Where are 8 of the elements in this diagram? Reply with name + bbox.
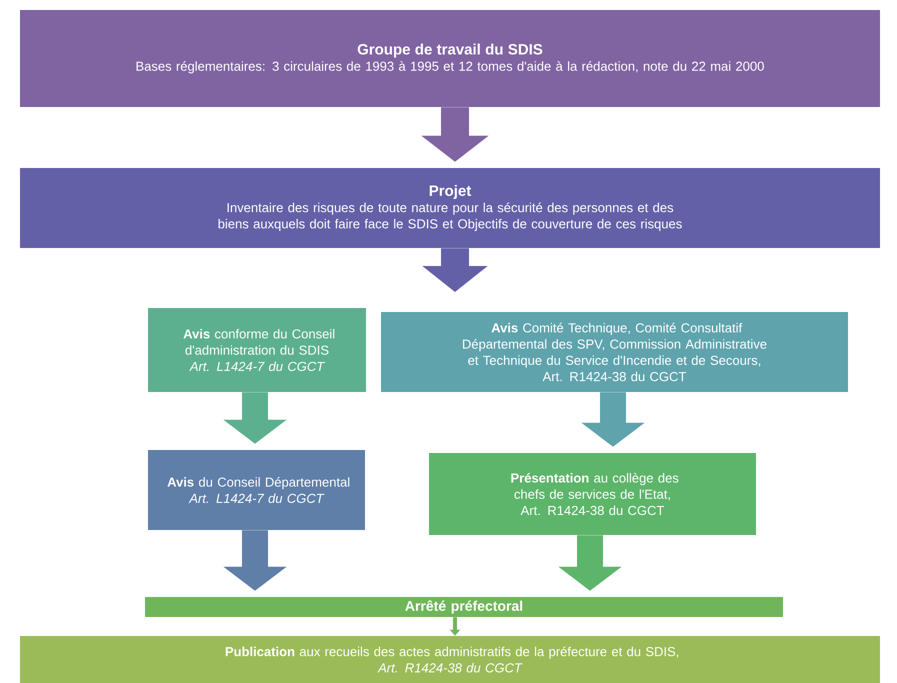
process-box: Arrêté préfectoral [145, 597, 783, 617]
process-box: Groupe de travail du SDIS Bases réglementaires: 3 circulaires de 1993 à 1995 et 12 tomes d'aide à la rédaction, note du 22 mai 2000 [20, 10, 880, 107]
process-box: Avis Comité Technique, Comité Consultatif Départemental des SPV, Commission Administrative et Technique du Service d'Incendie et de Secours, Art. R1424-38 du CGCT [381, 312, 848, 392]
process-box: Publication aux recueils des actes administratifs de la préfecture et du SDIS, Art. R1424-38 du CGCT [20, 636, 880, 683]
process-box: Présentation au collège des chefs de services de l'Etat, Art. R1424-38 du CGCT [429, 453, 756, 535]
process-box: Projet Inventaire des risques de toute nature pour la sécurité des personnes et des biens auxquels doit faire face le SDIS et Objectifs de couverture de ces risques [20, 168, 880, 248]
process-box: Avis conforme du Conseil d'administration du SDIS Art. L1424-7 du CGCT [148, 308, 366, 392]
process-box: Avis du Conseil Départemental Art. L1424-7 du CGCT [148, 450, 365, 530]
